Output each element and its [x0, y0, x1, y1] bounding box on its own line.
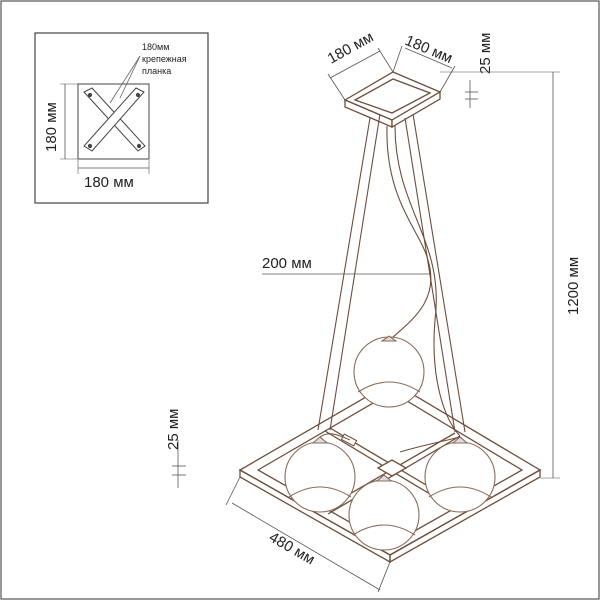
shade-spacing-label: 200 мм	[262, 255, 312, 272]
detail-height-label: 180 мм	[43, 102, 60, 152]
frame-height-dimension	[172, 440, 186, 488]
canopy-depth-label: 180 мм	[402, 32, 455, 67]
mounting-plate-detail: 180мм крепежная планка 180 мм 180 мм	[34, 32, 209, 204]
shade-right	[424, 436, 496, 513]
frame-width-label: 480 мм	[266, 529, 318, 569]
ceiling-canopy	[343, 71, 442, 129]
drop-height-label: 1200 мм	[565, 257, 582, 315]
crossbar-icon	[83, 87, 146, 152]
canopy-dimensions	[327, 45, 478, 108]
leader-line	[119, 55, 141, 99]
frame-height-label: 25 мм	[165, 409, 182, 450]
leader-line	[109, 55, 141, 104]
shade-front	[348, 474, 420, 551]
drop-height-dimension	[440, 71, 560, 479]
detail-note-line2: планка	[142, 66, 171, 76]
detail-frame	[34, 32, 209, 204]
shade-left	[284, 436, 356, 513]
detail-note-line1: крепежная	[142, 54, 187, 64]
frame-width-dimension	[225, 476, 391, 593]
canopy-height-label: 25 мм	[477, 33, 494, 74]
suspension-cables	[317, 113, 466, 437]
shade-top	[353, 335, 425, 408]
mounting-plate	[77, 83, 150, 160]
canopy-width-label: 180 мм	[325, 28, 377, 67]
glass-shades	[284, 335, 496, 551]
cable-connector	[319, 433, 461, 453]
detail-note-size: 180мм	[142, 42, 169, 52]
detail-width-label: 180 мм	[84, 174, 134, 191]
